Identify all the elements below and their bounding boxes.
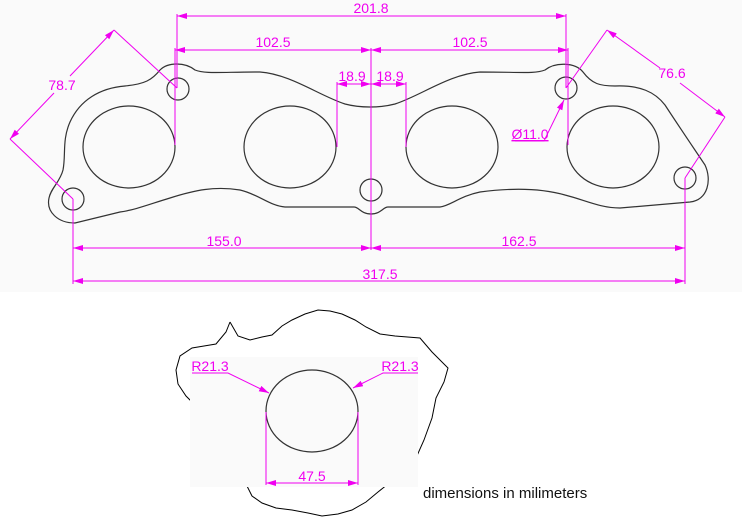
label-102-5-left: 102.5 <box>255 34 290 50</box>
label-76-6: 76.6 <box>658 65 685 81</box>
units-caption: dimensions in milimeters <box>423 485 588 502</box>
dim-line-78-7-a <box>9 92 55 140</box>
label-radius-right: R21.3 <box>381 358 419 374</box>
leader-hole-dia <box>515 99 565 142</box>
bolt-hole-top-left <box>166 77 190 101</box>
dim-line-76-6-a <box>606 29 661 69</box>
label-155: 155.0 <box>206 233 241 249</box>
port-1 <box>82 105 176 189</box>
label-201-8: 201.8 <box>353 0 388 16</box>
label-18-9-right: 18.9 <box>376 68 403 84</box>
label-102-5-right: 102.5 <box>452 34 487 50</box>
leader-radius-right <box>352 372 418 389</box>
label-162-5: 162.5 <box>501 233 536 249</box>
leader-radius-left <box>192 372 270 394</box>
label-78-7: 78.7 <box>48 77 75 93</box>
port-2 <box>243 105 337 189</box>
detail-port <box>265 369 359 453</box>
label-hole-diameter: Ø11.0 <box>511 126 548 142</box>
dim-line-76-6-b <box>679 82 726 118</box>
label-317-5: 317.5 <box>362 266 397 282</box>
dim-line-78-7-b <box>69 29 115 77</box>
label-18-9-left: 18.9 <box>338 68 365 84</box>
detail-cutout-border <box>175 309 449 517</box>
dimension-labels: 201.8 102.5 102.5 18.9 18.9 78.7 76.6 Ø1… <box>48 0 685 282</box>
detail-background <box>190 357 418 487</box>
label-47-5: 47.5 <box>298 468 325 484</box>
port-4 <box>566 105 660 189</box>
label-radius-left: R21.3 <box>191 358 229 374</box>
